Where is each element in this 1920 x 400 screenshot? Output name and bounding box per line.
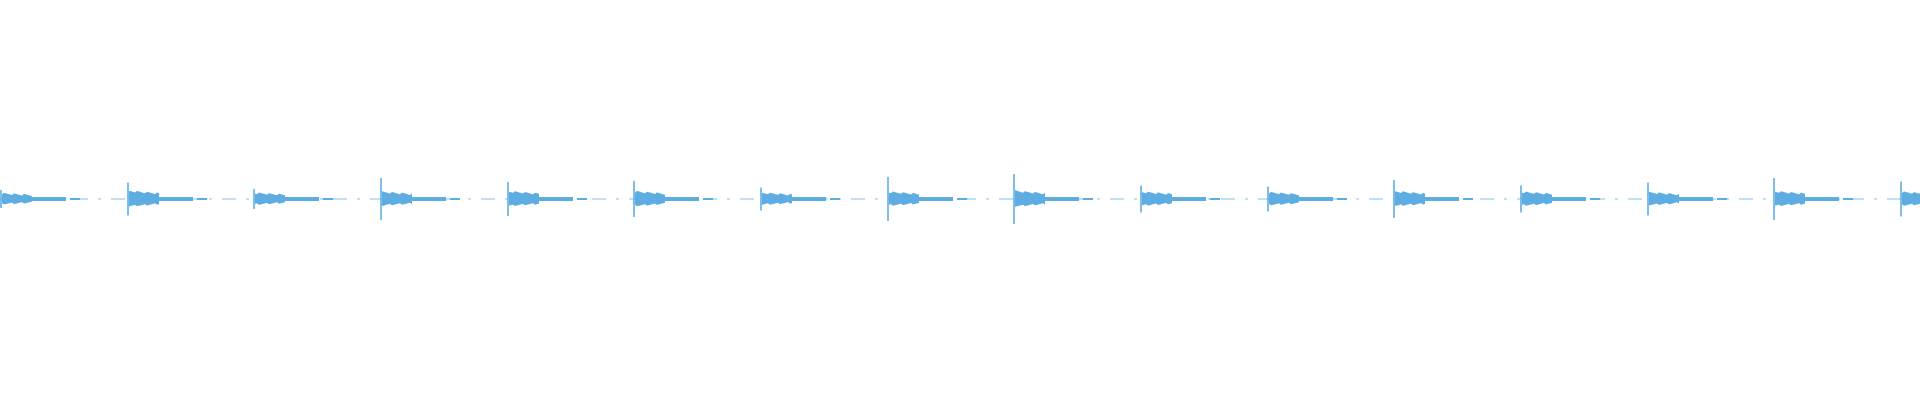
- waveform-beat: [0, 190, 80, 208]
- beat-tail: [1425, 197, 1459, 201]
- beat-body: [1522, 191, 1552, 206]
- waveform-beat: [1140, 185, 1220, 213]
- waveform-beat: [380, 178, 460, 220]
- beat-trailing-blip: [70, 198, 80, 200]
- beat-tail: [32, 197, 66, 201]
- beat-tail: [159, 197, 193, 201]
- beat-trailing-blip: [1463, 198, 1473, 200]
- waveform-beats: [0, 174, 1920, 224]
- waveform-beat: [1013, 174, 1093, 224]
- beat-body: [1395, 191, 1425, 206]
- beat-tail: [1679, 197, 1713, 201]
- beat-body: [1902, 191, 1920, 206]
- beat-body: [1269, 191, 1299, 206]
- beat-tail: [539, 197, 573, 201]
- beat-body: [1142, 191, 1172, 206]
- beat-trailing-blip: [1717, 198, 1727, 200]
- waveform-beat: [507, 182, 587, 216]
- waveform-beat: [1900, 181, 1920, 217]
- beat-body: [255, 192, 285, 205]
- beat-tail: [1552, 197, 1586, 201]
- waveform-beat: [633, 181, 713, 217]
- beat-tail: [1299, 197, 1333, 201]
- waveform-beat: [253, 189, 333, 209]
- beat-trailing-blip: [450, 198, 460, 200]
- beat-tail: [1172, 197, 1206, 201]
- beat-tail: [919, 197, 953, 201]
- beat-body: [635, 190, 665, 207]
- beat-body: [762, 192, 792, 205]
- beat-trailing-blip: [1590, 198, 1600, 200]
- waveform-beat: [127, 182, 207, 216]
- beat-tail: [792, 197, 826, 201]
- beat-body: [2, 192, 32, 205]
- waveform-beat: [1393, 180, 1473, 218]
- beat-trailing-blip: [1210, 198, 1220, 200]
- beat-body: [509, 191, 539, 206]
- beat-trailing-blip: [197, 198, 207, 200]
- beat-body: [1775, 191, 1805, 206]
- beat-tail: [412, 197, 446, 201]
- beat-body: [889, 191, 919, 206]
- beat-tail: [665, 197, 699, 201]
- waveform-beat: [1647, 182, 1727, 216]
- beat-body: [1015, 190, 1045, 207]
- beat-body: [1649, 191, 1679, 206]
- beat-trailing-blip: [1083, 198, 1093, 200]
- beat-trailing-blip: [1337, 198, 1347, 200]
- beat-trailing-blip: [577, 198, 587, 200]
- beat-body: [382, 191, 412, 206]
- beat-trailing-blip: [323, 198, 333, 200]
- beat-tail: [285, 197, 319, 201]
- waveform-beat: [1520, 185, 1600, 213]
- beat-body: [129, 190, 159, 207]
- waveform-beat: [1773, 178, 1853, 220]
- waveform-beat: [887, 177, 967, 221]
- beat-tail: [1045, 197, 1079, 201]
- waveform-beat: [1267, 186, 1347, 212]
- waveform-beat: [760, 187, 840, 211]
- beat-trailing-blip: [703, 198, 713, 200]
- beat-trailing-blip: [957, 198, 967, 200]
- beat-trailing-blip: [830, 198, 840, 200]
- beat-trailing-blip: [1843, 198, 1853, 200]
- beat-tail: [1805, 197, 1839, 201]
